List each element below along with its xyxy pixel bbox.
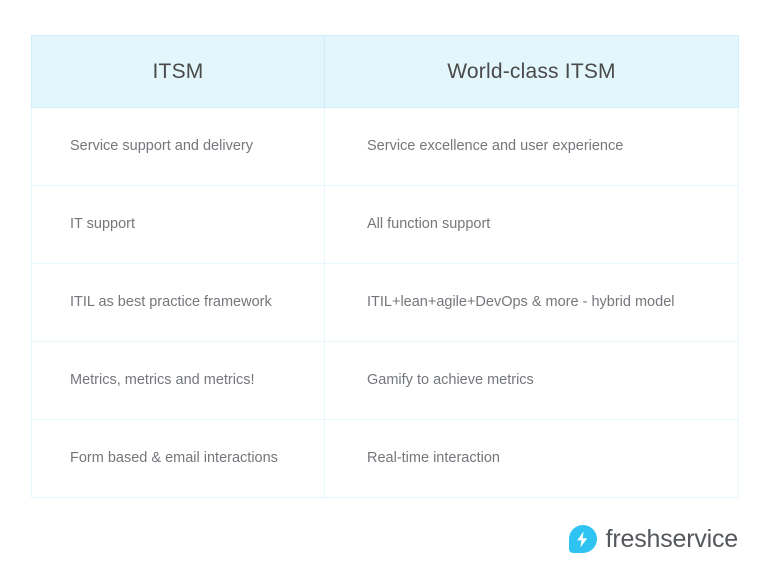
table-body: Service support and delivery Service exc…: [31, 107, 739, 498]
cell-itsm-3: ITIL as best practice framework: [31, 263, 325, 342]
table-row: IT support All function support: [31, 185, 739, 264]
cell-world-class-itsm-1: Service excellence and user experience: [324, 107, 739, 186]
cell-world-class-itsm-2: All function support: [324, 185, 739, 264]
cell-world-class-itsm-5: Real-time interaction: [324, 419, 739, 498]
lightning-bolt-icon: [568, 525, 597, 553]
table-header-row: ITSM World-class ITSM: [31, 35, 739, 108]
comparison-table-container: ITSM World-class ITSM Service support an…: [31, 35, 739, 498]
table-row: Form based & email interactions Real-tim…: [31, 419, 739, 498]
itsm-comparison-table: ITSM World-class ITSM Service support an…: [31, 35, 739, 498]
table-row: Service support and delivery Service exc…: [31, 107, 739, 186]
brand-name-text: freshservice: [605, 524, 739, 553]
cell-itsm-2: IT support: [31, 185, 325, 264]
cell-itsm-5: Form based & email interactions: [31, 419, 325, 498]
cell-itsm-4: Metrics, metrics and metrics!: [31, 341, 325, 420]
cell-itsm-1: Service support and delivery: [31, 107, 325, 186]
column-header-world-class-itsm: World-class ITSM: [324, 35, 739, 108]
table-header: ITSM World-class ITSM: [31, 35, 739, 108]
cell-world-class-itsm-3: ITIL+lean+agile+DevOps & more - hybrid m…: [324, 263, 739, 342]
column-header-itsm: ITSM: [31, 35, 325, 108]
cell-world-class-itsm-4: Gamify to achieve metrics: [324, 341, 739, 420]
freshservice-logo: freshservice: [568, 522, 739, 556]
table-row: Metrics, metrics and metrics! Gamify to …: [31, 341, 739, 420]
table-row: ITIL as best practice framework ITIL+lea…: [31, 263, 739, 342]
